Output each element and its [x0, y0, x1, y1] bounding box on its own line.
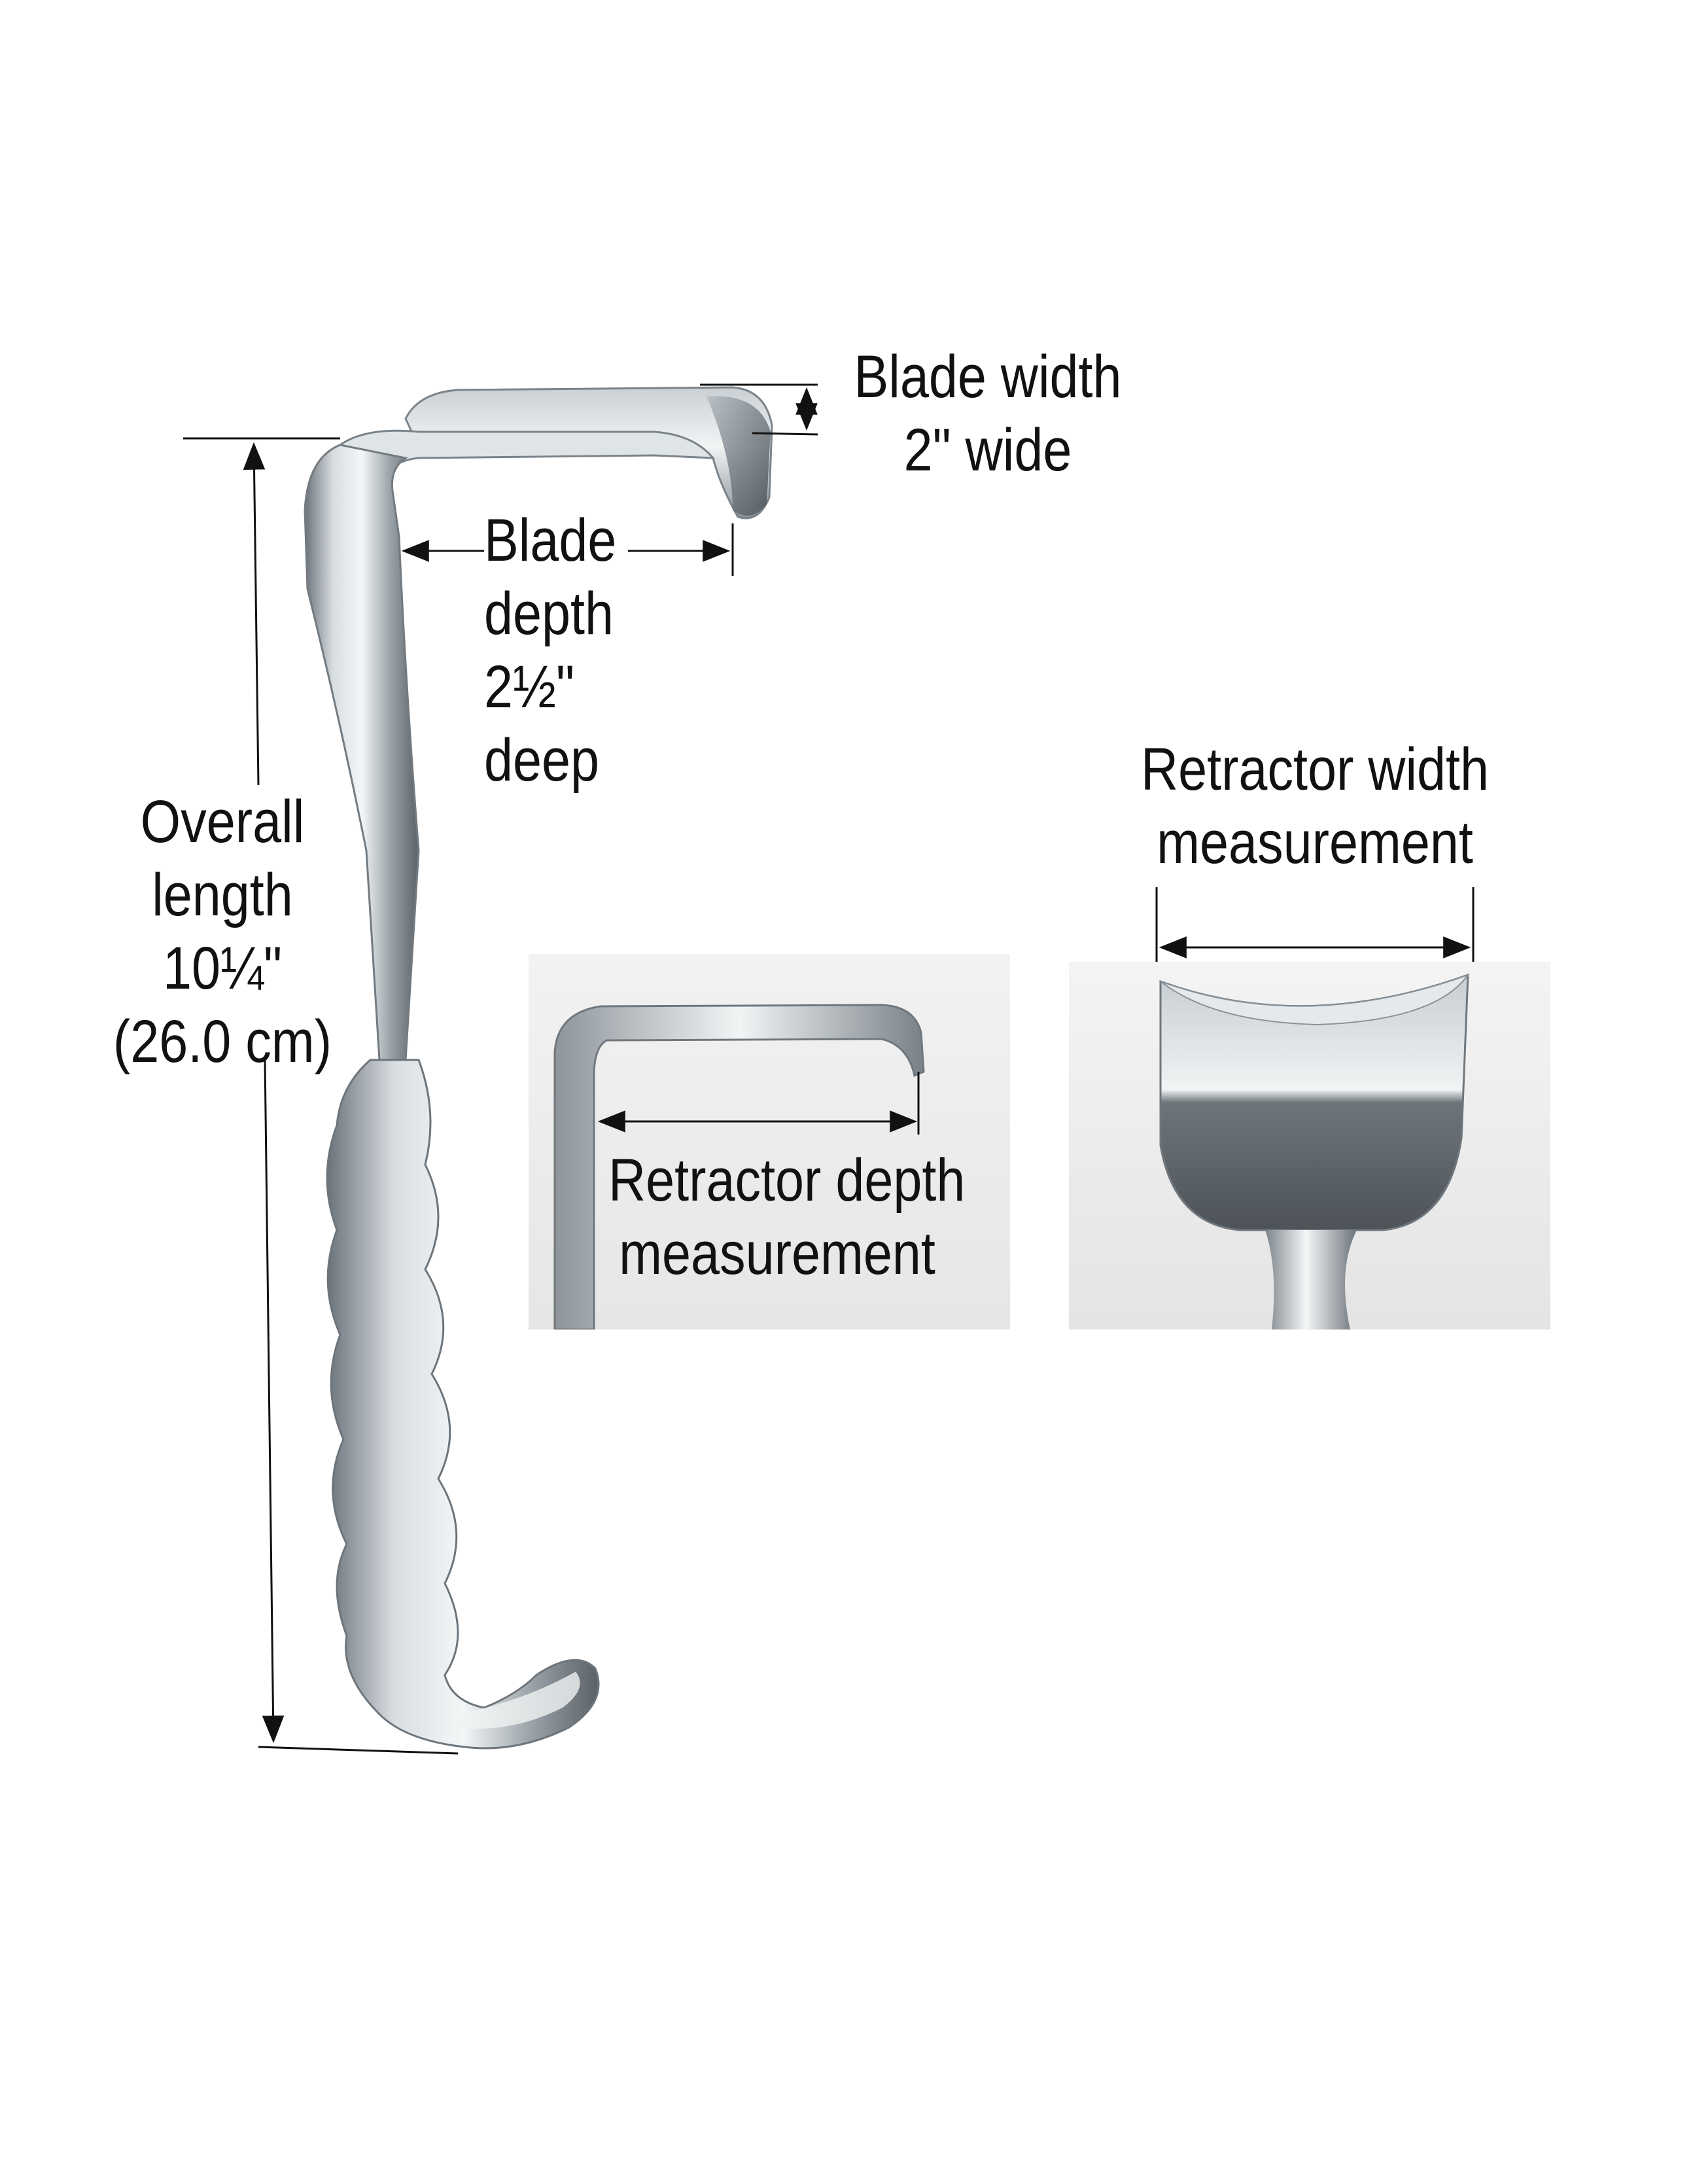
blade-width-label-line-1: Blade width: [854, 343, 1122, 410]
blade-width-label: Blade width 2" wide: [847, 340, 1128, 487]
overall-length-label: Overall length 10¼" (26.0 cm): [110, 785, 335, 1078]
overall-length-label-line-2: length: [152, 862, 293, 928]
retractor-depth-inset: Retractor depth measurement: [529, 954, 1010, 1330]
overall-length-dimension-line: [183, 437, 459, 1755]
blade-depth-label-line-2: depth: [484, 580, 614, 647]
overall-length-label-line-4: (26.0 cm): [113, 1008, 332, 1075]
retractor-width-inset: [1069, 962, 1550, 1330]
retractor-depth-label-line-1: Retractor depth: [608, 1147, 966, 1214]
blade-width-label-line-2: 2" wide: [903, 417, 1072, 484]
overall-length-label-line-3: 10¼": [162, 935, 283, 1002]
overall-length-label-line-1: Overall: [140, 788, 305, 855]
retractor-width-inset-illustration: [1159, 973, 1470, 1330]
blade-width-dimension-line: [700, 383, 818, 436]
blade-depth-label-line-4: deep: [484, 727, 600, 794]
retractor-width-label-line-1: Retractor width: [1140, 736, 1490, 803]
retractor-blade: [338, 386, 773, 520]
retractor-depth-inset-illustration: [553, 1004, 925, 1330]
retractor-depth-label: Retractor depth measurement: [608, 1144, 966, 1290]
retractor-depth-label-line-2: measurement: [619, 1220, 935, 1287]
blade-depth-label: Blade depth 2½" deep: [484, 504, 617, 797]
blade-depth-label-line-1: Blade: [484, 507, 617, 574]
retractor-width-label-line-2: measurement: [1157, 809, 1473, 876]
blade-depth-label-line-3: 2½": [484, 654, 575, 720]
retractor-width-label: Retractor width measurement: [1140, 733, 1489, 879]
retractor-shaft: [304, 444, 420, 1061]
blade-depth-dimension-line: [401, 523, 734, 576]
retractor-handle: [326, 1059, 600, 1750]
